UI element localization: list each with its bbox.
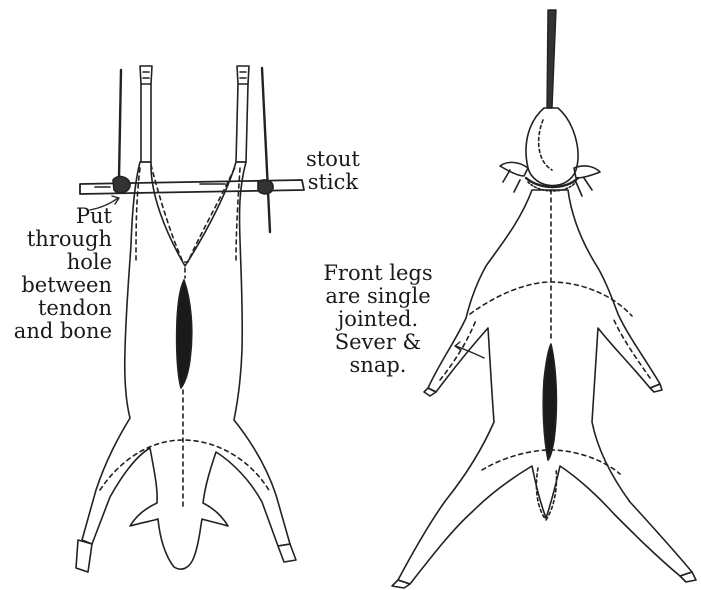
left-hoof-top [140, 66, 152, 84]
right-ear [574, 166, 600, 178]
right-knot [258, 180, 273, 194]
left-hanging-cord [119, 70, 121, 178]
right-hoof-top [237, 66, 249, 84]
left-knot [113, 177, 130, 193]
left-ear [500, 162, 528, 176]
right-incision [543, 344, 556, 460]
left-incision [177, 280, 192, 388]
put-through-label: Put through hole between tendon and bone [4, 205, 112, 343]
right-hanging-cord [262, 68, 270, 232]
front-right-hoof [650, 384, 662, 392]
hind-right-hoof [680, 572, 696, 582]
left-hind-leg [141, 84, 151, 162]
front-legs-label: Front legs are single jointed. Sever & s… [314, 262, 442, 377]
left-hoof-bottom [76, 540, 92, 572]
suspension-rod [547, 10, 556, 108]
hind-left-hoof [392, 580, 410, 588]
front-left-hoof [424, 388, 436, 396]
right-hoof-bottom [278, 544, 296, 562]
head-outline [526, 108, 578, 186]
stout-stick-label: stout stick [306, 148, 360, 194]
right-hind-leg [236, 84, 248, 162]
